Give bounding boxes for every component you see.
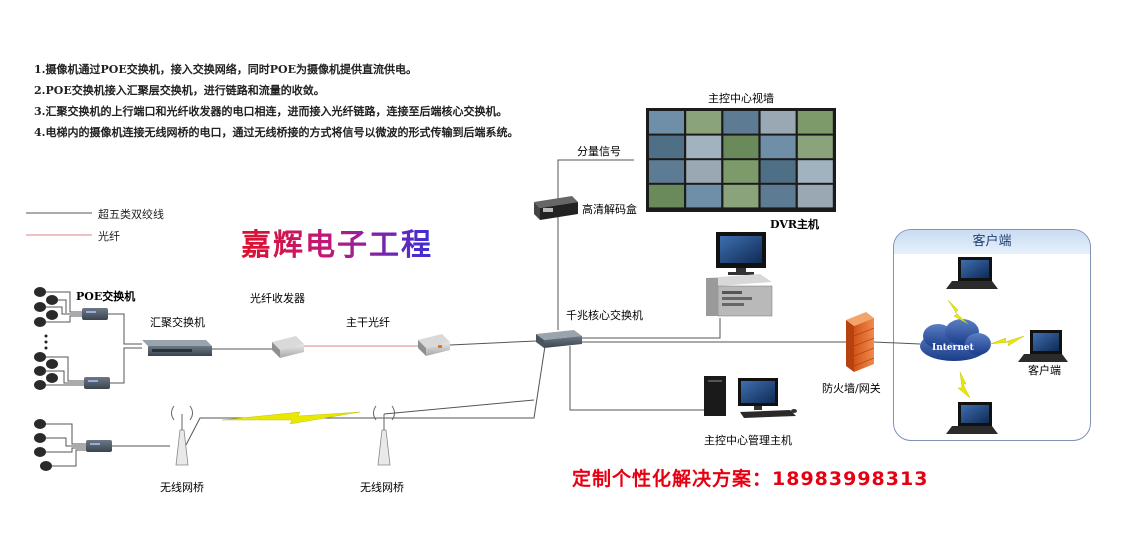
aggregation-switch-label: 汇聚交换机 — [150, 315, 205, 329]
video-wall-cell — [723, 160, 758, 183]
poe-switch-top — [82, 308, 108, 320]
video-wall-label: 主控中心视墙 — [708, 91, 774, 105]
video-wall-cell — [686, 185, 721, 208]
wireless-bridge-right-label: 无线网桥 — [360, 480, 404, 494]
firewall — [846, 312, 874, 372]
video-wall-cell — [686, 111, 721, 134]
video-wall-cell — [798, 111, 833, 134]
laptop-top — [946, 257, 998, 289]
trunk-fiber-label: 主干光纤 — [346, 315, 390, 329]
management-host-label: 主控中心管理主机 — [704, 433, 792, 447]
poe-switch-label: POE交换机 — [76, 289, 135, 303]
video-wall-cell — [761, 160, 796, 183]
core-switch-label: 千兆核心交换机 — [566, 308, 643, 322]
video-wall-cell — [649, 185, 684, 208]
aggregation-switch — [142, 340, 212, 356]
dvr-label: DVR主机 — [770, 217, 819, 231]
video-wall-cell — [798, 185, 833, 208]
video-wall-cell — [649, 111, 684, 134]
video-wall-cell — [761, 111, 796, 134]
wireless-bridge-left — [172, 406, 193, 465]
firewall-to-internet — [874, 342, 920, 344]
video-wall-cell — [686, 136, 721, 159]
video-wall — [646, 108, 836, 212]
client-label: 客户端 — [1028, 363, 1061, 377]
wireless-bridge-right — [374, 406, 395, 465]
dvr-monitor — [716, 232, 766, 275]
video-wall-cell — [798, 160, 833, 183]
firewall-label: 防火墙/网关 — [822, 381, 881, 395]
video-wall-cell — [723, 185, 758, 208]
video-wall-cell — [761, 185, 796, 208]
hd-decoder-box — [534, 196, 578, 220]
video-wall-cell — [723, 111, 758, 134]
core-switch — [536, 330, 582, 348]
fiber-transceiver-label: 光纤收发器 — [250, 291, 305, 305]
fiber-transceiver-right — [418, 334, 450, 356]
transceiver-to-core — [450, 341, 536, 345]
management-pc — [704, 376, 797, 418]
camera-ellipsis — [45, 335, 48, 350]
video-wall-cell — [761, 136, 796, 159]
video-wall-cell — [686, 160, 721, 183]
component-signal-label: 分量信号 — [577, 145, 621, 158]
poe-uplinks — [108, 314, 142, 383]
wireless-bridge-left-label: 无线网桥 — [160, 480, 204, 494]
internet-label: Internet — [932, 343, 975, 353]
poe-switch-mid — [84, 377, 110, 389]
laptop-right — [1018, 330, 1068, 362]
right-bridge-uplink — [384, 400, 534, 414]
video-wall-cell — [798, 136, 833, 159]
laptop-bottom — [946, 402, 998, 434]
camera-group-bottom — [34, 419, 52, 471]
video-wall-cell — [649, 136, 684, 159]
dvr-rack-host — [706, 274, 772, 316]
video-wall-cell — [723, 136, 758, 159]
fiber-transceiver-left — [272, 336, 304, 358]
internet-cloud — [920, 319, 991, 361]
hd-decoder-label: 高清解码盒 — [582, 202, 637, 216]
poe-switch-bottom — [86, 440, 112, 452]
video-wall-cell — [649, 160, 684, 183]
